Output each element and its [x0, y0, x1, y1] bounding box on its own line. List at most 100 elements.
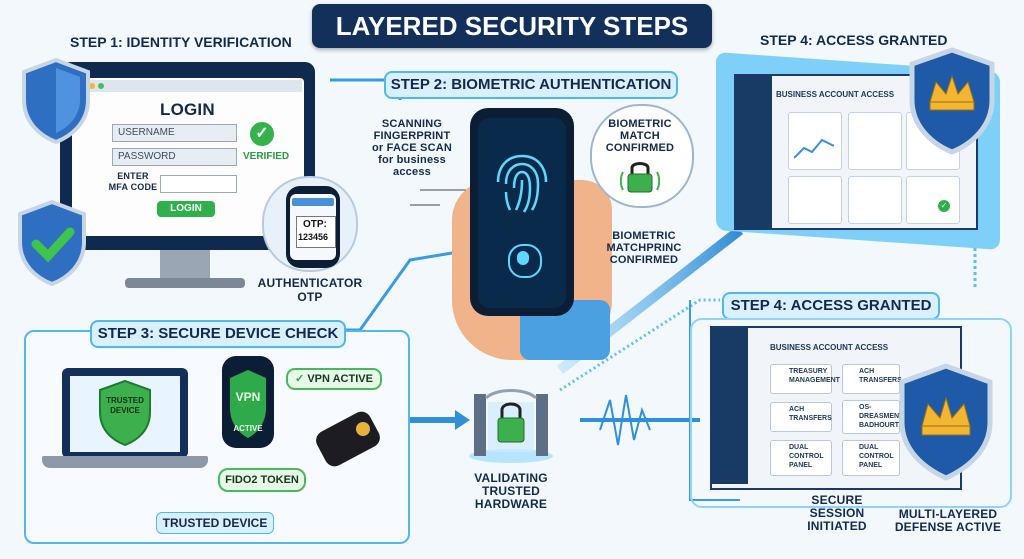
card-dual-1-line2: CONTROL [789, 453, 824, 460]
dashboard-sidebar-a [734, 74, 772, 230]
secure-session-text: SECURE SESSION INITIATED [792, 494, 882, 533]
dashboard-header-b: BUSINESS ACCOUNT ACCESS [770, 343, 889, 352]
card-ach-2[interactable]: ACH TRANSFERS [770, 402, 832, 432]
monitor-base [125, 278, 245, 288]
validating-text: VALIDATING TRUSTED HARDWARE [446, 472, 576, 511]
card-ach-1[interactable]: ACH TRANSFERS [842, 364, 902, 394]
window-dot-green [98, 83, 104, 89]
trusted-device-shield-icon [99, 379, 151, 447]
card-ach-1-line2: TRANSFERS [859, 377, 902, 384]
vpn-active-label: VPN ACTIVE [307, 373, 373, 385]
browser-bar [74, 80, 302, 92]
dashboard-card-4 [788, 176, 842, 224]
laptop-keyboard [42, 456, 208, 468]
window-dot-yellow [89, 83, 95, 89]
dashboard-header-a: BUSINESS ACCOUNT ACCESS [776, 90, 895, 99]
checkmark-icon: ✓ [938, 200, 950, 212]
padlock-icon [620, 162, 660, 193]
card-ach-2-line2: TRANSFERS [789, 415, 832, 422]
card-treasury-line1: TREASURY [789, 368, 828, 375]
otp-label: OTP: [303, 219, 327, 230]
shield-check-icon [18, 199, 86, 287]
card-ach-2-line1: ACH [789, 406, 805, 413]
vpn-active-badge: ✓ VPN ACTIVE [286, 368, 382, 390]
verified-label: VERIFIED [243, 151, 290, 162]
dashboard-sidebar-b [712, 328, 748, 484]
authenticator-header [292, 198, 334, 206]
card-dual-2-line2: CONTROL [859, 453, 894, 460]
session-line3: INITIATED [807, 519, 867, 533]
scanning-line2: FINGERPRINT [373, 130, 451, 142]
login-title: LOGIN [160, 100, 215, 119]
card-ach-1-line1: ACH [859, 368, 875, 375]
card-dual-1[interactable]: DUAL CONTROL PANEL [770, 440, 832, 476]
mfa-code-input[interactable] [160, 175, 237, 193]
step4a-label: STEP 4: ACCESS GRANTED [760, 32, 948, 48]
card-dreasment-line1: OS- [859, 404, 872, 411]
biometric-match-text: BIOMETRIC MATCH CONFIRMED [592, 118, 688, 154]
card-dual-2-line1: DUAL [859, 444, 879, 451]
defense-active-text: MULTI-LAYERED DEFENSE ACTIVE [880, 508, 1016, 534]
scanning-line3: or FACE SCAN [371, 142, 453, 154]
card-dreasment[interactable]: OS- DREASMENT BADHOURT [842, 400, 904, 434]
match2-line2: MATCHPRINC [606, 242, 682, 254]
step2-label: STEP 2: BIOMETRIC AUTHENTICATION [384, 71, 678, 99]
session-line1: SECURE [811, 493, 863, 507]
scanning-line1: SCANNING [381, 118, 443, 130]
security-key-button [356, 422, 370, 436]
match2-line3: CONFIRMED [609, 254, 679, 266]
login-button[interactable]: LOGIN [157, 201, 215, 217]
scanning-line4: for business [378, 154, 446, 166]
session-line2: SESSION [809, 506, 865, 520]
card-dual-2[interactable]: DUAL CONTROL PANEL [842, 440, 900, 476]
mfa-label-line2: MFA CODE [108, 182, 158, 192]
dashboard-frame-b [690, 318, 1012, 508]
shield-icon [22, 57, 90, 145]
gate-icon [469, 389, 553, 463]
active-text: ACTIVE [233, 424, 263, 433]
fingerprint-icon [496, 154, 548, 213]
dashboard-card-chart [788, 112, 842, 170]
scanning-line5: access [393, 166, 431, 178]
step1-label: STEP 1: IDENTITY VERIFICATION [70, 34, 292, 50]
card-dual-1-line1: DUAL [789, 444, 809, 451]
password-field[interactable]: PASSWORD [112, 148, 237, 166]
otp-box [296, 216, 336, 248]
monitor-stand [160, 250, 210, 280]
dashboard-card-6 [906, 176, 960, 224]
line-chart-icon [794, 138, 834, 159]
username-field[interactable]: USERNAME [112, 124, 237, 142]
card-treasury-line2: MANAGEMENT [789, 377, 840, 384]
validating-line2: TRUSTED HARDWARE [474, 484, 548, 511]
fido-token-badge: FIDO2 TOKEN [218, 468, 306, 492]
checkmark-icon: ✓ [295, 373, 308, 385]
face-scan-icon [508, 244, 542, 278]
crown-shield-icon [899, 363, 993, 481]
biometric-match2-text: BIOMETRIC MATCHPRINC CONFIRMED [596, 230, 692, 266]
defense-line1: MULTI-LAYERED [898, 507, 998, 521]
card-dreasment-line3: BADHOURT [859, 422, 900, 429]
trusted-badge-line2: DEVICE [110, 406, 140, 415]
trusted-badge: TRUSTED DEVICE [96, 396, 154, 416]
scanning-text: SCANNING FINGERPRINT or FACE SCAN for bu… [370, 118, 454, 178]
validating-line1: VALIDATING [474, 471, 548, 485]
mfa-label-line1: ENTER [117, 171, 149, 181]
card-dreasment-line2: DREASMENT [859, 413, 904, 420]
page-title: LAYERED SECURITY STEPS [312, 4, 712, 48]
trusted-device-label: TRUSTED DEVICE [156, 512, 274, 534]
step4b-label: STEP 4: ACCESS GRANTED [722, 292, 940, 320]
verified-checkmark-icon: ✓ [250, 122, 274, 146]
card-dual-2-line3: PANEL [859, 462, 883, 469]
step3-label: STEP 3: SECURE DEVICE CHECK [90, 320, 346, 348]
authenticator-label-line1: AUTHENTICATOR [257, 276, 363, 290]
match-line3: CONFIRMED [605, 142, 675, 154]
vpn-shield-icon [230, 370, 266, 438]
authenticator-label-line2: OTP [297, 290, 323, 304]
otp-code: 123456 [298, 232, 329, 242]
dashboard-card-5 [848, 176, 902, 224]
dashboard-card-2 [848, 112, 902, 170]
card-treasury[interactable]: TREASURY MANAGEMENT [770, 364, 840, 394]
crown-shield-icon [909, 47, 995, 155]
card-dual-1-line3: PANEL [789, 462, 813, 469]
defense-line2: DEFENSE ACTIVE [894, 520, 1002, 534]
